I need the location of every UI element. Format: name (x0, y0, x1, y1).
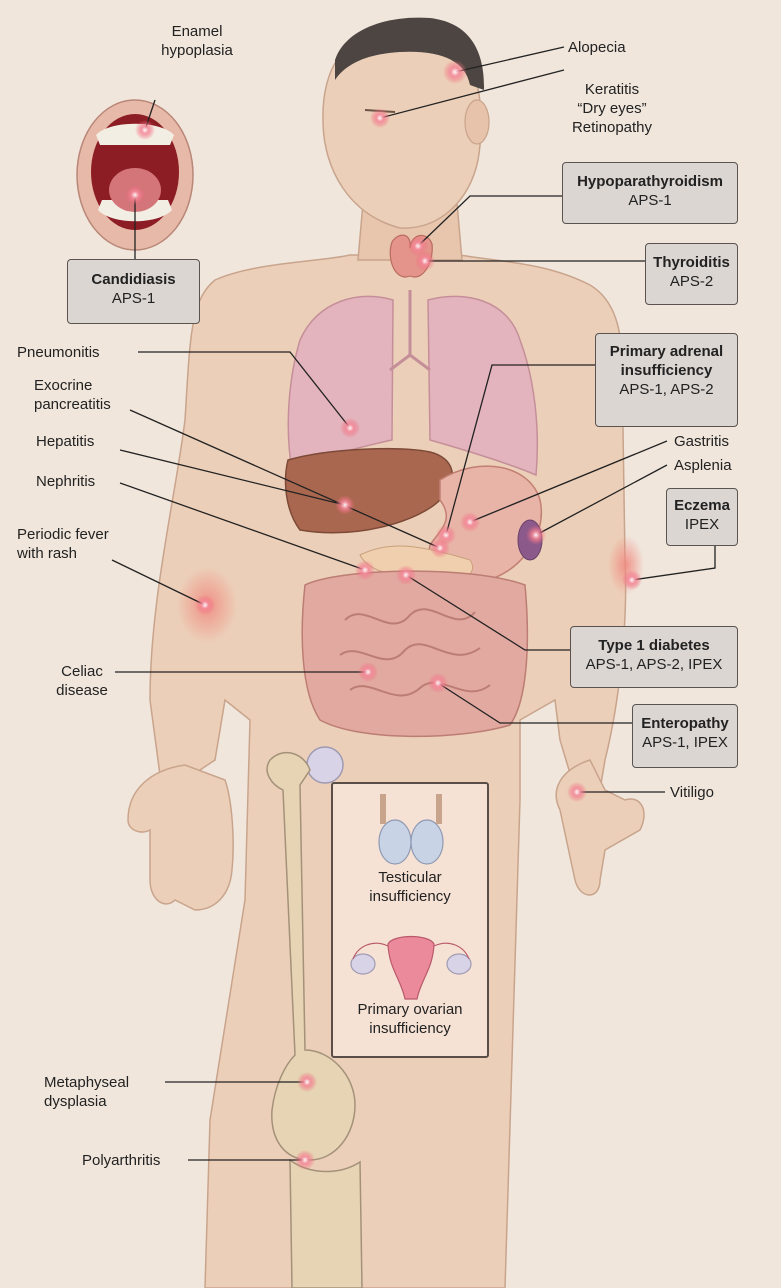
uterus-ovaries-illustration (351, 937, 471, 1000)
label-hepatitis: Hepatitis (36, 432, 94, 451)
label-alopecia: Alopecia (568, 38, 626, 57)
testes-illustration (379, 794, 443, 864)
label-gastritis: Gastritis (674, 432, 729, 451)
label-eye-conditions: Keratitis“Dry eyes”Retinopathy (556, 80, 668, 137)
intestines (302, 571, 527, 736)
label-pneumonitis: Pneumonitis (17, 343, 100, 362)
label-asplenia: Asplenia (674, 456, 732, 475)
head-neck (323, 18, 489, 260)
label-vitiligo: Vitiligo (670, 783, 714, 802)
label-nephritis: Nephritis (36, 472, 95, 491)
label-polyarthritis: Polyarthritis (82, 1151, 160, 1170)
